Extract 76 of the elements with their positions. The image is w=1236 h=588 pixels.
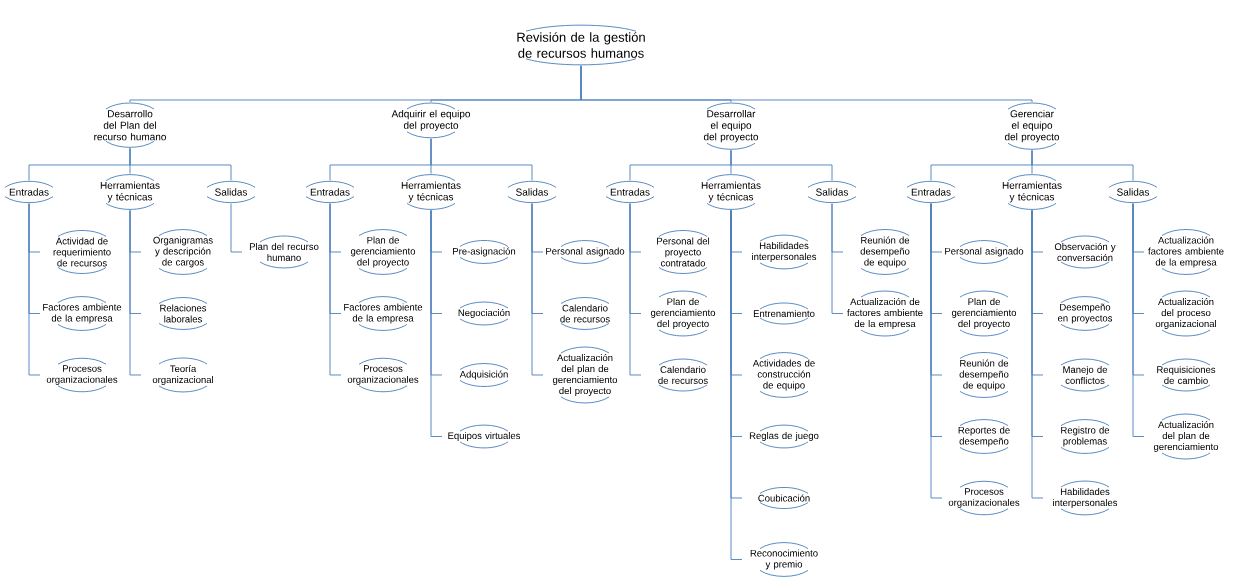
connector-line [329, 203, 342, 376]
circle-node: Gerenciar el equipo del proyecto [1004, 102, 1060, 150]
circle-node: Salidas [807, 180, 857, 204]
circle-node: Actualización del plan de gerenciamiento del proyecto [552, 346, 618, 404]
circle-node: Desarrollar el equipo del proyecto [703, 102, 759, 150]
circle-node: Actualización del proceso organizacional [1155, 290, 1216, 337]
circle-node: Adquirir el equipo del proyecto [391, 102, 471, 139]
circle-node: Reconocimiento y premio [750, 542, 818, 577]
circle-node: Organigramas y descripción de cargos [153, 229, 213, 275]
circle-node: Actividades de construcción de equipo [752, 352, 815, 398]
connector-line [230, 203, 243, 253]
connector-line [930, 203, 943, 499]
connector-line [730, 149, 833, 181]
circle-node: Procesos organizacionales [347, 357, 419, 393]
circle-node: Plan de gerenciamiento del proyecto [951, 290, 1017, 337]
circle-node: Plan del recurso humano [249, 235, 319, 269]
connector-line [28, 203, 41, 376]
circle-node: Actividad de requerimiento de recursos [53, 230, 111, 274]
circle-node: Salidas [1108, 180, 1158, 204]
circle-node: Procesos organizacionales [46, 357, 118, 393]
circle-node: Entradas [906, 180, 956, 204]
connector-line [531, 203, 544, 376]
circle-node: Manejo de conflictos [1060, 358, 1110, 392]
circle-node: Actualización del plan de gerenciamiento [1153, 413, 1219, 460]
circle-node: Coubicación [758, 487, 810, 509]
circle-node: Herramientas y técnicas [100, 174, 160, 210]
connector-line [129, 147, 232, 181]
circle-node: Entradas [305, 180, 355, 204]
connector-line [1031, 149, 1134, 181]
circle-node: Actualización factores ambiente de la empresa [1148, 229, 1224, 275]
circle-node: Revisión de la gestión de recursos humanos [517, 24, 645, 66]
circle-node: Equipos virtuales [448, 424, 521, 449]
circle-node: Pre-asignación [453, 240, 516, 264]
connector-line [430, 209, 443, 437]
circle-node: Requisiciones de cambio [1157, 358, 1216, 392]
circle-node: Registro de problemas [1060, 419, 1110, 454]
connector-line [580, 65, 1033, 103]
circle-node: Desarrollo del Plan del recurso humano [94, 102, 166, 148]
circle-node: Herramientas y técnicas [701, 174, 761, 210]
circle-node: Entrenamiento [753, 302, 815, 325]
circle-node: Relaciones laborales [158, 297, 208, 330]
circle-node: Salidas [507, 180, 557, 204]
connector-line [1132, 203, 1145, 437]
circle-node: Teoría organizacional [152, 357, 213, 393]
circle-node: Calendario de recursos [560, 297, 610, 330]
circle-node: Habilidades interpersonales [1053, 480, 1118, 516]
connector-line [629, 203, 642, 376]
circle-node: Personal del proyecto contratado [657, 230, 710, 274]
circle-node: Reunión de desempeño de equipo [959, 352, 1009, 398]
circle-node: Salidas [206, 180, 256, 204]
circle-node: Personal asignado [546, 240, 625, 264]
connector-line [730, 209, 743, 560]
circle-node: Adquisición [459, 363, 509, 387]
circle-node: Reunión de desempeño de equipo [860, 229, 910, 275]
circle-node: Desempeño en proyectos [1057, 296, 1113, 331]
circle-node: Actualización de factores ambiente de la empresa [847, 290, 923, 337]
connector-line [831, 203, 844, 314]
circle-node: Observación y conversación [1054, 235, 1116, 269]
connector-line [1031, 209, 1044, 499]
circle-node: Factores ambiente de la empresa [43, 296, 122, 331]
circle-node: Negociación [458, 301, 510, 326]
circle-node: Reportes de desempeño [958, 419, 1010, 454]
circle-node: Reglas de juego [749, 424, 819, 449]
circle-node: Calendario de recursos [658, 358, 708, 392]
circle-node: Plan de gerenciamiento del proyecto [650, 290, 716, 337]
circle-node: Plan de gerenciamiento del proyecto [350, 229, 416, 275]
circle-node: Entradas [4, 180, 54, 204]
circle-node: Habilidades interpersonales [752, 234, 817, 270]
circle-node: Herramientas y técnicas [401, 174, 461, 210]
circle-node: Herramientas y técnicas [1002, 174, 1062, 210]
circle-node: Entradas [605, 180, 655, 204]
circle-node: Factores ambiente de la empresa [344, 296, 423, 331]
connector-line [129, 209, 142, 376]
circle-node: Personal asignado [945, 240, 1024, 264]
circle-node: Procesos organizacionales [948, 480, 1020, 516]
connector-line [430, 138, 533, 181]
